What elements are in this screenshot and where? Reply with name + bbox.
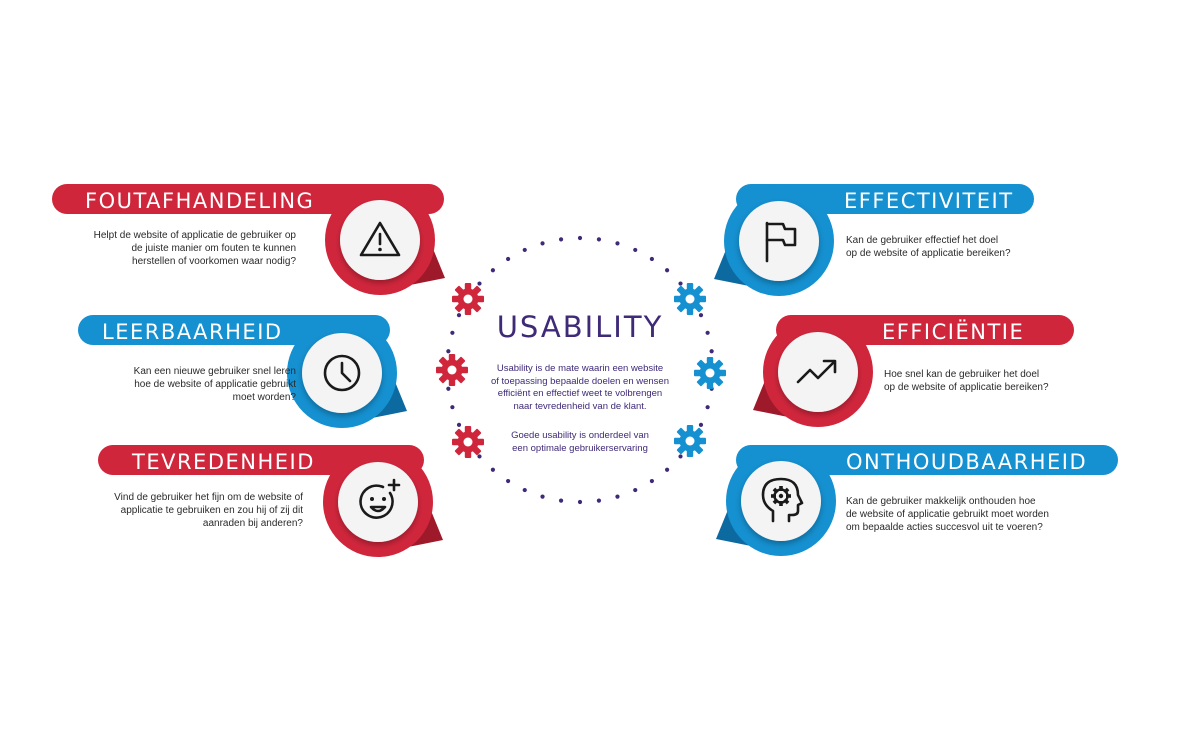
description-line: de website of applicatie gebruikt moet w… xyxy=(846,509,1049,520)
clock-icon xyxy=(323,354,361,392)
description-line: aanraden bij anderen? xyxy=(202,518,303,529)
item-title: EFFICIËNTIE xyxy=(882,320,1025,344)
ring-dot xyxy=(649,478,655,484)
description-line: de juiste manier om fouten te kunnen xyxy=(131,243,296,254)
ring-dot xyxy=(456,313,462,318)
gear-icon xyxy=(436,354,468,386)
item-title: ONTHOUDBAARHEID xyxy=(846,450,1088,474)
description-line: om bepaalde acties succesvol uit te voer… xyxy=(846,522,1043,533)
center-text-line: of toepassing bepaalde doelen en wensen xyxy=(490,375,669,387)
ring-dot xyxy=(596,237,602,242)
ring-dot xyxy=(477,281,482,286)
center-text-line: Goede usability is onderdeel van xyxy=(511,430,649,441)
ring-dot xyxy=(522,487,527,493)
ring-dot xyxy=(558,237,564,242)
ring-dot xyxy=(540,241,545,246)
description-line: moet worden? xyxy=(232,392,296,403)
ring-dot xyxy=(522,247,527,253)
item-tevredenheid xyxy=(98,445,443,557)
title-bar xyxy=(736,445,1118,475)
ring-dot xyxy=(678,454,683,459)
ring-dot xyxy=(664,268,670,273)
item-foutafhandeling xyxy=(52,184,445,295)
ring-dot xyxy=(490,268,496,273)
item-effectiviteit xyxy=(714,184,1034,296)
ring-dot xyxy=(558,498,564,503)
gear-icons xyxy=(436,283,726,458)
description-line: Kan de gebruiker makkelijk onthouden hoe xyxy=(846,496,1036,507)
ring-dot xyxy=(450,330,455,335)
ring-dot xyxy=(698,313,704,318)
item-description: Helpt de website of applicatie de gebrui… xyxy=(56,229,296,268)
ring-dot xyxy=(540,494,545,499)
description-line: op de website of applicatie bereiken? xyxy=(884,382,1049,393)
item-description: Kan de gebruiker effectief het doel op de… xyxy=(846,234,1106,260)
description-line: herstellen of voorkomen waar nodig? xyxy=(132,256,296,267)
gear-icon xyxy=(452,283,484,315)
description-line: Kan de gebruiker effectief het doel xyxy=(846,235,999,246)
flag-icon xyxy=(765,221,797,263)
ring-dot xyxy=(505,256,511,262)
description-line: Helpt de website of applicatie de gebrui… xyxy=(93,230,296,241)
ring-dot xyxy=(456,422,462,427)
icon-disc xyxy=(338,462,418,542)
ring-dot xyxy=(615,494,620,499)
head-gear-icon xyxy=(761,477,804,523)
item-description: Vind de gebruiker het fijn om de website… xyxy=(56,491,303,530)
center-title: USABILITY xyxy=(496,310,664,344)
description-line: hoe de website of applicatie gebruikt xyxy=(134,379,296,390)
item-leerbaarheid xyxy=(78,315,407,428)
item-description: Hoe snel kan de gebruiker het doel op de … xyxy=(884,368,1144,394)
description-line: Hoe snel kan de gebruiker het doel xyxy=(884,369,1040,380)
item-shapes xyxy=(52,184,1118,557)
center-text-line: Usability is de mate waarin een website xyxy=(496,363,664,374)
ring-dot xyxy=(490,467,496,472)
ring-dot xyxy=(698,422,704,427)
ring-dot xyxy=(505,478,511,484)
ring-dot xyxy=(577,499,583,505)
ring-dot xyxy=(446,386,451,391)
gear-icon xyxy=(452,426,484,458)
ring-dot xyxy=(705,405,710,410)
description-line: op de website of applicatie bereiken? xyxy=(846,248,1011,259)
ring-dot xyxy=(577,235,583,241)
item-title: FOUTAFHANDELING xyxy=(85,189,315,213)
item-title: LEERBAARHEID xyxy=(102,320,283,344)
description-line: Kan een nieuwe gebruiker snel leren xyxy=(133,366,296,377)
center-text-line: een optimale gebruikerservaring xyxy=(512,442,648,454)
ring-dot xyxy=(615,241,620,246)
ring-dot xyxy=(709,349,714,354)
item-title: EFFECTIVITEIT xyxy=(844,189,1014,213)
ring-dot xyxy=(633,487,638,493)
center-text-line: efficiënt en effectief weet te volbrenge… xyxy=(497,388,663,399)
description-line: Vind de gebruiker het fijn om de website… xyxy=(114,492,303,503)
item-description: Kan een nieuwe gebruiker snel leren hoe d… xyxy=(56,365,296,404)
ring-dot xyxy=(596,498,602,503)
center-text-line: naar tevredenheid van de klant. xyxy=(513,400,647,412)
item-efficientie xyxy=(753,315,1074,427)
ring-dot xyxy=(664,467,670,472)
ring-dot xyxy=(446,349,451,354)
ring-dot xyxy=(678,281,683,286)
warning-triangle-icon xyxy=(359,221,401,257)
ring-dot xyxy=(633,247,638,253)
ring-dot xyxy=(450,405,455,410)
gear-icon xyxy=(694,357,726,389)
ring-dot xyxy=(649,256,655,262)
trend-up-icon xyxy=(796,359,837,384)
ring-dot xyxy=(477,454,482,459)
gear-icon xyxy=(674,283,706,315)
item-description: Kan de gebruiker makkelijk onthouden hoe… xyxy=(846,495,1106,534)
gear-icon xyxy=(674,425,706,457)
item-title: TEVREDENHEID xyxy=(132,450,315,474)
icon-disc xyxy=(778,332,858,412)
smiley-plus-icon xyxy=(359,478,401,519)
item-onthoudbaarheid xyxy=(716,445,1118,556)
description-line: applicatie te gebruiken en zou hij of zi… xyxy=(120,505,303,516)
ring-dot xyxy=(705,330,710,335)
